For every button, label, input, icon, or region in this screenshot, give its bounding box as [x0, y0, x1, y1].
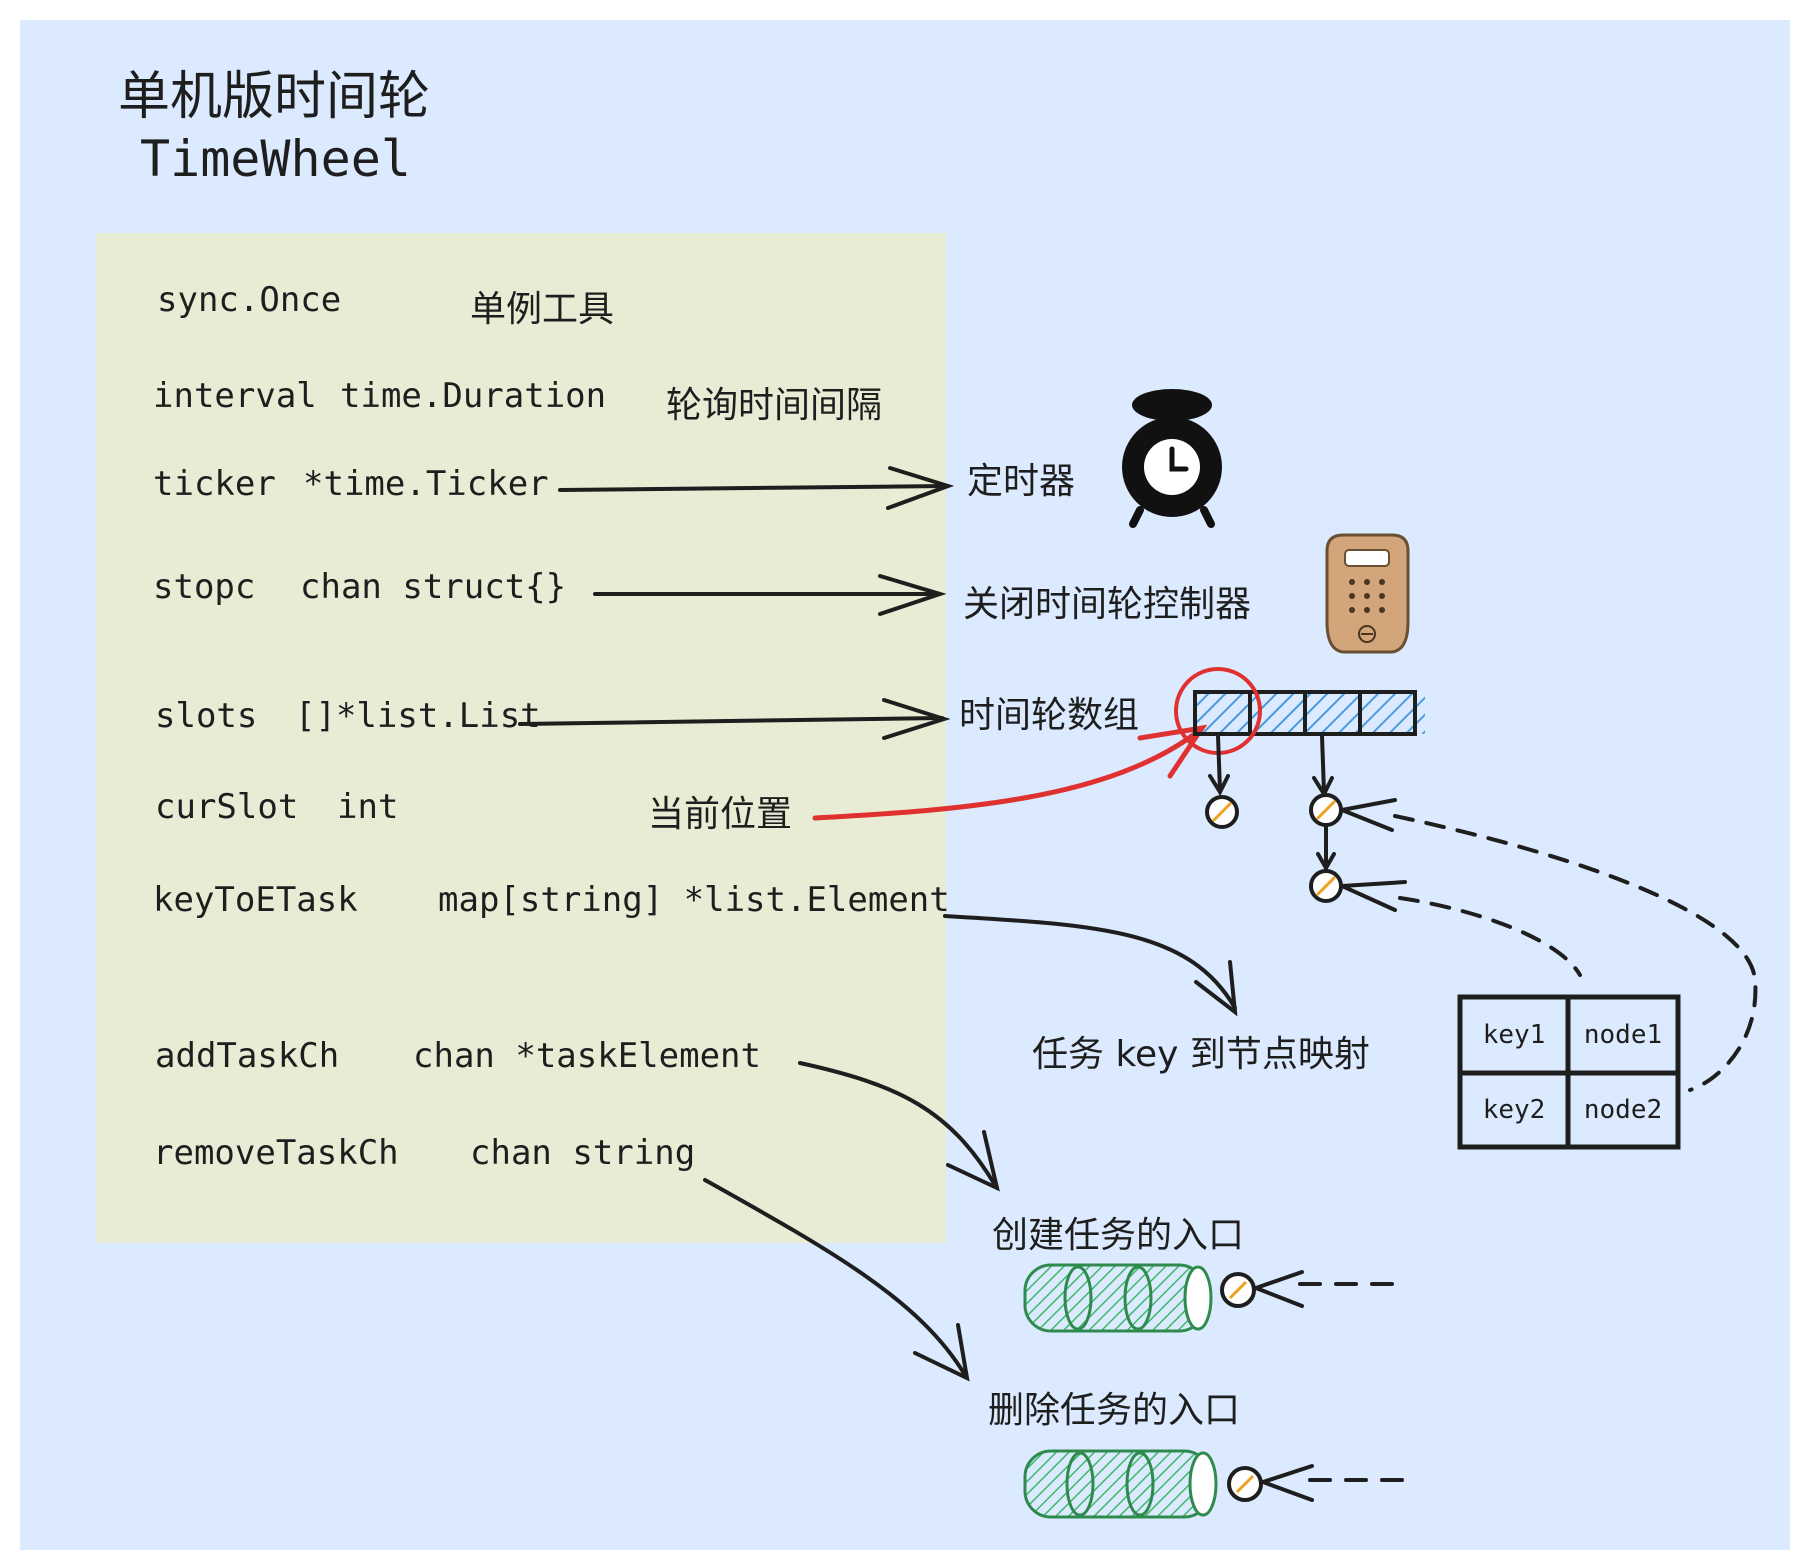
label-key-map: 任务 key 到节点映射	[1032, 1034, 1370, 1075]
map-cell-node1: node1	[1583, 1020, 1663, 1050]
field-ticker-type: *time.Ticker	[303, 464, 549, 504]
remove-task-queue	[1023, 1449, 1412, 1519]
add-task-queue	[1023, 1263, 1397, 1333]
field-keytoetask-name: keyToETask	[153, 880, 358, 920]
label-stop-controller: 关闭时间轮控制器	[963, 584, 1252, 625]
alarm-clock-icon	[1122, 389, 1222, 528]
field-curslot-desc: 当前位置	[648, 794, 793, 835]
field-interval-name: interval	[153, 376, 317, 416]
remote-control-icon	[1325, 533, 1410, 654]
struct-fields-panel	[96, 233, 946, 1243]
field-removetaskch-type: chan string	[470, 1133, 696, 1173]
stopc-arrow	[593, 574, 947, 616]
label-timer: 定时器	[967, 461, 1076, 502]
field-addtaskch-type: chan *taskElement	[413, 1036, 761, 1076]
field-interval-type: time.Duration	[340, 376, 607, 416]
title-english: TimeWheel	[140, 130, 411, 188]
label-add-entry: 创建任务的入口	[992, 1215, 1245, 1256]
ticker-arrow	[558, 466, 955, 510]
label-remove-entry: 删除任务的入口	[988, 1390, 1241, 1431]
field-once-desc: 单例工具	[470, 289, 615, 330]
map-table	[1457, 994, 1681, 1150]
map-cell-node2: node2	[1583, 1095, 1663, 1125]
field-keytoetask-type: map[string] *list.Element	[438, 880, 950, 920]
list-nodes	[1205, 734, 1407, 912]
label-slots-array: 时间轮数组	[959, 695, 1140, 736]
slots-arrow	[518, 698, 951, 740]
field-stopc-type: chan struct{}	[300, 567, 567, 607]
map-pointer-lines	[1393, 814, 1758, 1092]
addtaskch-arrow	[798, 1061, 1000, 1192]
field-once-name: sync.Once	[157, 280, 342, 320]
field-ticker-name: ticker	[153, 464, 276, 504]
field-stopc-name: stopc	[153, 567, 256, 607]
field-curslot-name: curSlot	[155, 787, 299, 827]
field-interval-desc: 轮询时间间隔	[666, 385, 883, 426]
title-chinese: 单机版时间轮	[118, 67, 431, 127]
map-cell-key1: key1	[1482, 1020, 1546, 1050]
field-addtaskch-name: addTaskCh	[155, 1036, 340, 1076]
keytoetask-arrow	[943, 914, 1238, 1017]
curslot-arrow	[812, 724, 1208, 821]
slots-array	[1174, 667, 1425, 755]
field-slots-type: []*list.List	[295, 696, 541, 736]
map-cell-key2: key2	[1482, 1095, 1546, 1125]
field-slots-name: slots	[155, 696, 258, 736]
removetaskch-arrow	[703, 1178, 970, 1382]
field-curslot-type: int	[337, 787, 399, 827]
field-removetaskch-name: removeTaskCh	[153, 1133, 399, 1173]
